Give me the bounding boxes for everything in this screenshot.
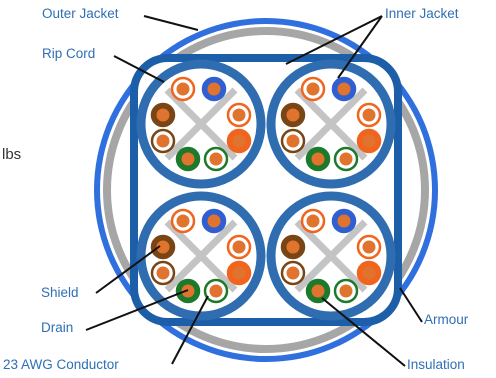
label-insulation: Insulation xyxy=(407,357,465,372)
copper-conductor xyxy=(207,214,221,228)
label-inner-jacket: Inner Jacket xyxy=(385,6,459,21)
separator xyxy=(294,87,368,161)
shielded-pair-top-right xyxy=(266,59,396,189)
leader-inner-jacket-1 xyxy=(285,15,383,65)
copper-conductor xyxy=(286,266,300,280)
leader-conductor xyxy=(171,295,209,365)
copper-conductor xyxy=(337,82,351,96)
copper-conductor xyxy=(232,240,246,254)
copper-conductor xyxy=(337,214,351,228)
copper-conductor xyxy=(362,266,376,280)
copper-conductor xyxy=(311,284,325,298)
leader-rip-cord xyxy=(113,55,165,83)
copper-conductor xyxy=(209,152,223,166)
leader-drain xyxy=(85,289,189,331)
copper-conductor xyxy=(306,82,320,96)
label-drain: Drain xyxy=(41,320,74,335)
copper-conductor xyxy=(156,108,170,122)
copper-conductor xyxy=(181,152,195,166)
copper-conductor xyxy=(156,266,170,280)
copper-conductor xyxy=(286,240,300,254)
copper-conductor xyxy=(286,134,300,148)
copper-conductor xyxy=(362,134,376,148)
copper-conductor xyxy=(339,152,353,166)
leader-armour xyxy=(399,287,423,323)
copper-conductor xyxy=(156,134,170,148)
label-rip-cord: Rip Cord xyxy=(42,46,96,61)
copper-conductor xyxy=(306,214,320,228)
label-armour: Armour xyxy=(424,312,469,327)
copper-conductor xyxy=(232,134,246,148)
leader-insulation xyxy=(321,297,406,367)
copper-conductor xyxy=(156,240,170,254)
shielded-pair-bottom-right xyxy=(266,191,396,321)
shielded-pair-top-left xyxy=(136,59,266,189)
armour xyxy=(103,27,429,353)
shielded-pair-bottom-left xyxy=(136,191,266,321)
leader-inner-jacket-2 xyxy=(337,15,383,79)
copper-conductor xyxy=(362,240,376,254)
copper-conductor xyxy=(176,214,190,228)
copper-conductor xyxy=(311,152,325,166)
leader-outer-jacket xyxy=(143,15,199,31)
label-outer-jacket: Outer Jacket xyxy=(42,6,119,21)
leader-shield xyxy=(95,245,161,294)
copper-conductor xyxy=(362,108,376,122)
separator xyxy=(164,87,238,161)
copper-conductor xyxy=(209,284,223,298)
copper-conductor xyxy=(232,266,246,280)
separator xyxy=(294,219,368,293)
copper-conductor xyxy=(207,82,221,96)
label-conductor: 23 AWG Conductor xyxy=(3,357,119,372)
separator xyxy=(164,219,238,293)
label-shield: Shield xyxy=(41,285,79,300)
side-text: lbs xyxy=(2,146,22,163)
copper-conductor xyxy=(176,82,190,96)
copper-conductor xyxy=(339,284,353,298)
copper-conductor xyxy=(232,108,246,122)
copper-conductor xyxy=(286,108,300,122)
